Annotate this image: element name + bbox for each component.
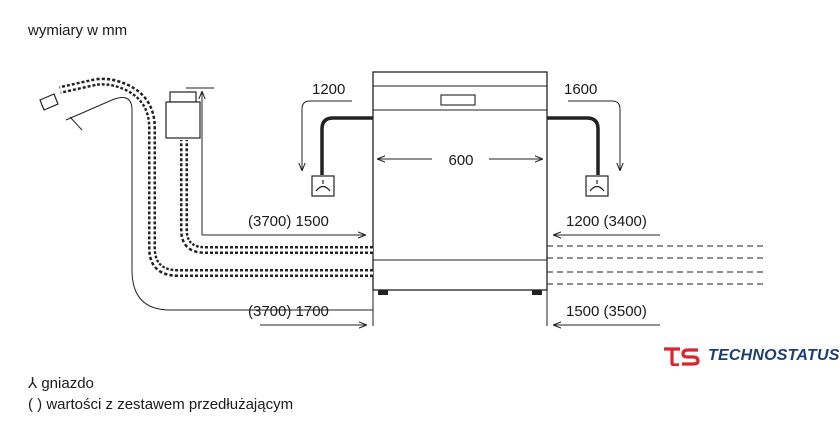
left-supply-hoses [39,77,373,277]
ts-logo-icon [664,347,700,366]
right-upper-hose-label: 1200 (3400) [566,213,647,230]
control-panel-display [440,94,476,106]
legend-brackets-label: wartości z zestawem przedłużającym [46,396,294,413]
right-socket-icon [585,175,609,197]
right-hose-routing [547,245,765,285]
brand-logo: TECHNOSTATUS [662,346,840,366]
foot-right [532,290,542,295]
left-drain-height-label: 1200 [312,81,345,98]
left-lower-hose-label: (3700) 1700 [248,303,329,320]
brackets-symbol: ( ) [28,396,43,413]
left-drain-hose [302,100,373,175]
brand-name: TECHNOSTATUS [708,347,840,364]
left-socket-icon [311,175,335,197]
valve-height-dimension [186,87,365,235]
right-drain-hose [547,100,620,175]
legend-socket: ⅄ gniazdo [28,374,94,392]
right-drain-height-label: 1600 [564,81,597,98]
units-label: wymiary w mm [28,22,128,39]
foot-left [378,290,388,295]
socket-icon: ⅄ [28,375,38,392]
legend-socket-label: gniazdo [41,375,94,392]
appliance-width-label: 600 [448,152,473,169]
legend-brackets: ( ) wartości z zestawem przedłużającym [28,396,293,413]
dishwasher [372,71,548,295]
left-upper-hose-label: (3700) 1500 [248,213,329,230]
right-lower-hose-label: 1500 (3500) [566,303,647,320]
